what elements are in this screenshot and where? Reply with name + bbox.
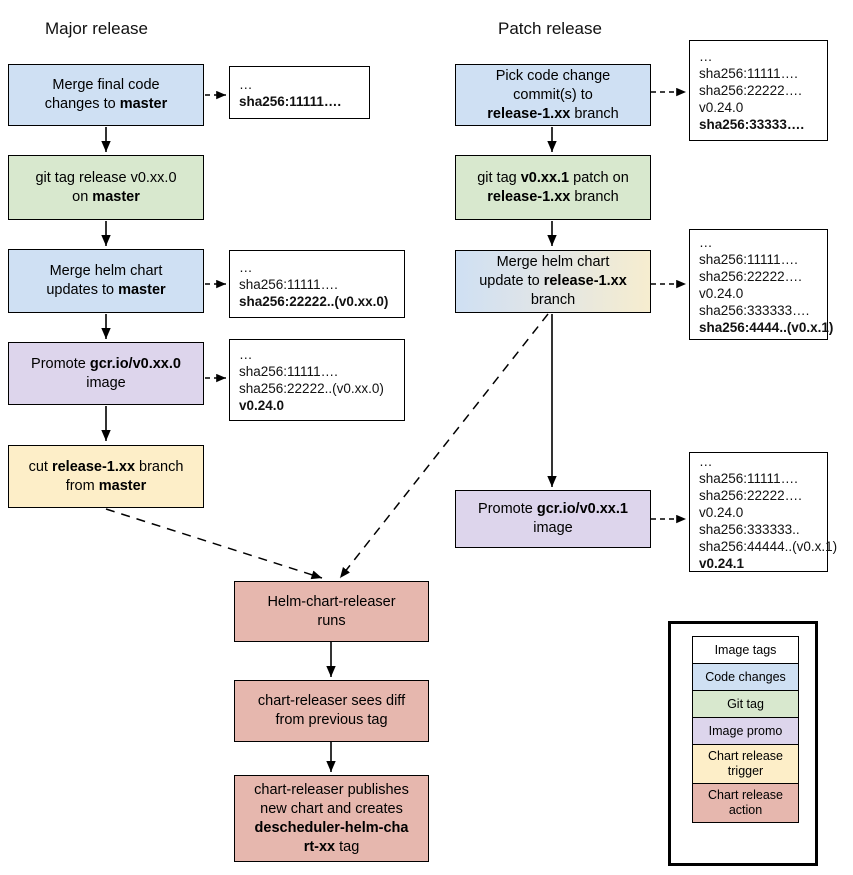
tagbox-patch-2: … sha256:11111…. sha256:22222…. v0.24.0 … [689,229,833,340]
legend-item-code-changes: Code changes [692,663,799,691]
column-title-patch: Patch release [498,19,602,38]
tagbox-patch-1: … sha256:11111…. sha256:22222…. v0.24.0 … [689,40,828,141]
edge-cut-branch-to-releaser [105,508,323,580]
legend-item-image-promo: Image promo [692,717,799,745]
tagbox-major-1: … sha256:11111…. [229,66,370,119]
legend-item-git-tag: Git tag [692,690,799,718]
legend-box: Image tags Code changes Git tag Image pr… [668,621,818,866]
legend-item-chart-release-action: Chart release action [692,783,799,823]
tagbox-major-2: … sha256:11111…. sha256:22222..(v0.xx.0) [229,250,405,318]
tagbox-major-3: … sha256:11111…. sha256:22222..(v0.xx.0)… [229,339,405,421]
legend-item-image-tags: Image tags [692,636,799,664]
legend-item-chart-release-trigger: Chart release trigger [692,744,799,784]
legend-items: Image tags Code changes Git tag Image pr… [692,636,799,823]
tagbox-patch-3: … sha256:11111…. sha256:22222…. v0.24.0 … [689,452,837,572]
column-title-major: Major release [45,19,148,38]
